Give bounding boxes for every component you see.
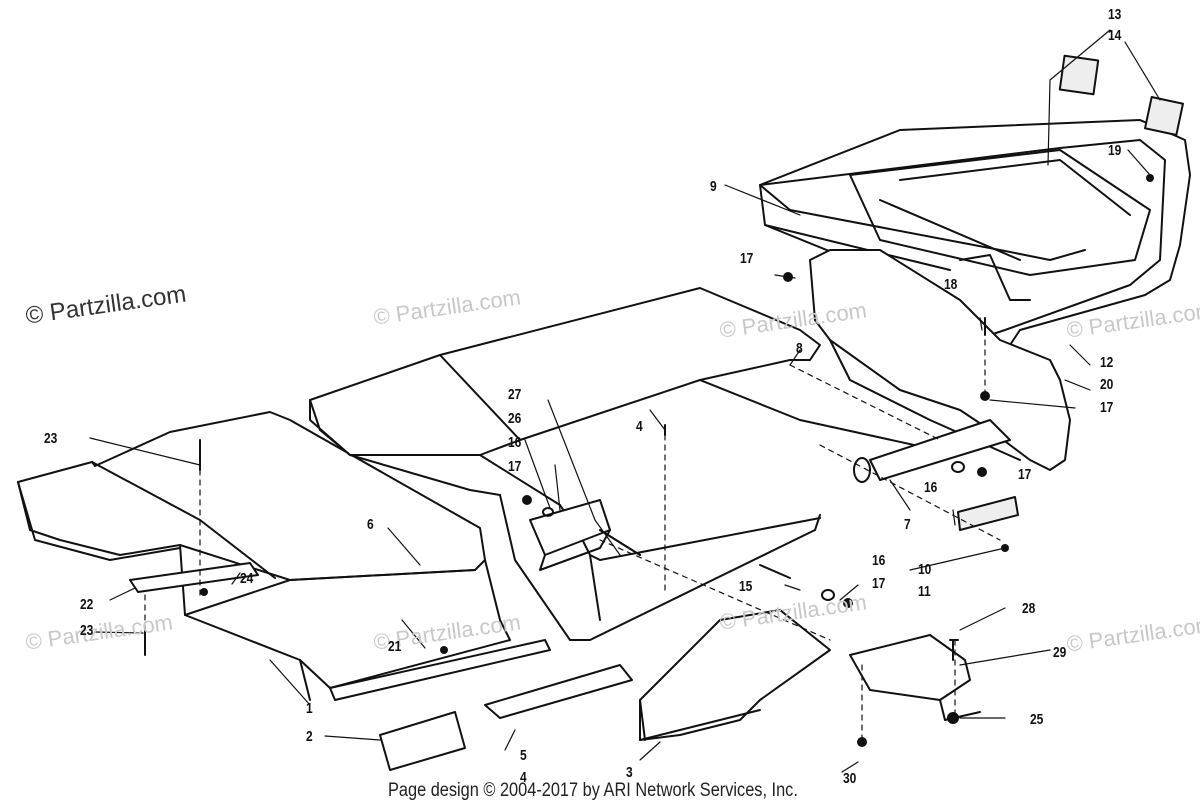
mount-plate xyxy=(849,634,981,721)
callout-3: 3 xyxy=(626,764,633,781)
callout-17-b: 17 xyxy=(1100,399,1114,416)
wear-strip xyxy=(129,562,259,593)
callout-1: 1 xyxy=(306,700,313,717)
reflector-14 xyxy=(1144,96,1184,136)
pad-plate xyxy=(484,664,633,719)
callout-4-a: 4 xyxy=(636,418,643,435)
callout-4-b: 4 xyxy=(520,769,527,786)
callout-17-d: 17 xyxy=(1018,466,1032,483)
callout-22: 22 xyxy=(80,596,94,613)
callout-17-c: 17 xyxy=(508,458,522,475)
callout-11: 11 xyxy=(918,583,931,600)
callout-25: 25 xyxy=(1030,711,1044,728)
center-seat-panel xyxy=(309,287,961,641)
callout-18: 18 xyxy=(944,276,958,293)
callout-26: 26 xyxy=(508,410,522,427)
callout-13: 13 xyxy=(1108,6,1122,23)
callout-23-a: 23 xyxy=(44,430,58,447)
left-floor-panel xyxy=(17,411,551,701)
bumper-pipe xyxy=(853,419,1011,483)
callout-9: 9 xyxy=(710,178,717,195)
callout-10: 10 xyxy=(918,561,932,578)
callout-17-e: 17 xyxy=(872,575,886,592)
callout-27: 27 xyxy=(508,386,522,403)
callout-2: 2 xyxy=(306,728,313,745)
callout-12: 12 xyxy=(1100,354,1114,371)
callout-28: 28 xyxy=(1022,600,1036,617)
reflector-13 xyxy=(1058,54,1100,96)
callout-16-a: 16 xyxy=(508,434,522,451)
bracket-plate xyxy=(957,496,1019,531)
callout-16-c: 16 xyxy=(872,552,886,569)
callout-7: 7 xyxy=(904,516,911,533)
callout-24: 24 xyxy=(240,570,254,587)
lower-bracket xyxy=(639,609,831,741)
callout-19: 19 xyxy=(1108,142,1122,159)
hinge-bracket xyxy=(529,499,641,571)
callout-5: 5 xyxy=(520,747,527,764)
callout-17-a: 17 xyxy=(740,250,754,267)
callout-20: 20 xyxy=(1100,376,1114,393)
callout-6: 6 xyxy=(367,516,374,533)
page-footer-copyright: Page design © 2004-2017 by ARI Network S… xyxy=(388,780,798,801)
callout-29: 29 xyxy=(1053,644,1067,661)
callout-23-b: 23 xyxy=(80,622,94,639)
callout-21: 21 xyxy=(388,638,402,655)
callout-15: 15 xyxy=(739,578,753,595)
callout-16-b: 16 xyxy=(924,479,938,496)
small-plate xyxy=(379,711,466,771)
callout-8: 8 xyxy=(796,340,803,357)
callout-30: 30 xyxy=(843,770,857,787)
callout-14: 14 xyxy=(1108,27,1122,44)
